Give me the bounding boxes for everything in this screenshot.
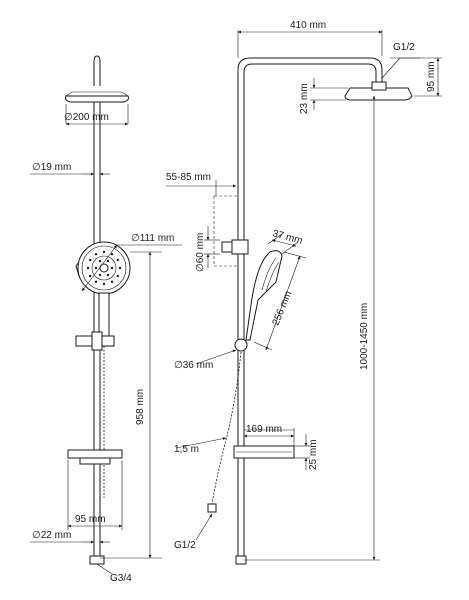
nozzle-dot: [88, 258, 92, 262]
nozzle-dot: [118, 266, 122, 270]
nozzle-dot: [110, 252, 114, 256]
head-height-label: 95 mm: [426, 61, 437, 92]
shelf-depth-label: 169 mm: [246, 424, 282, 435]
nozzle-dot: [94, 280, 98, 284]
top-pipe: [93, 55, 101, 86]
hand-diameter-label: ∅111 mm: [131, 233, 174, 244]
nozzle-dot: [110, 266, 114, 270]
handshower-front: [75, 241, 131, 342]
nozzle-dot: [98, 273, 102, 277]
pipe-diameter-label: ∅19 mm: [32, 162, 71, 173]
front-view: ∅200 mm ∅19 mm ∅111 mm 95: [30, 55, 182, 584]
shelf-width-label: 95 mm: [75, 514, 106, 525]
hand-length-label: 256 mm: [271, 290, 295, 328]
hose-length-label: 1,5 m: [174, 444, 199, 455]
nozzle-dot: [88, 274, 92, 278]
nozzle-dot: [106, 259, 110, 263]
wall-bracket: [213, 195, 239, 267]
hose-side: [211, 351, 242, 505]
bottom-diameter-label: ∅22 mm: [32, 530, 71, 541]
total-height-label: 1000-1450 mm: [359, 303, 370, 370]
nozzle-dot: [110, 280, 114, 284]
shelf-front: [67, 449, 123, 459]
nozzle-dot: [102, 282, 106, 286]
bracket-height-label: ∅60 mm: [195, 233, 206, 272]
thread-hose-label: G1/2: [174, 540, 196, 551]
column-height-label: 958 mm: [135, 389, 146, 425]
thread-bottom-label: G3/4: [110, 573, 132, 584]
bracket-range-label: 55-85 mm: [166, 172, 211, 183]
rain-head-front: [65, 95, 129, 103]
handshower-side: [245, 250, 283, 341]
knob-diameter-label: ∅36 mm: [174, 360, 213, 371]
nozzle-dot: [102, 250, 106, 254]
nozzle-dot: [94, 266, 98, 270]
shelf-thickness-label: 25 mm: [308, 439, 319, 470]
nozzle-dot: [94, 252, 98, 256]
width-top-label: 410 mm: [290, 20, 326, 31]
head-thickness-label: 23 mm: [299, 83, 310, 114]
rain-head-side: [344, 87, 413, 101]
nozzle-dot: [106, 273, 110, 277]
side-view: 410 mm G1/2 95 mm 23 mm 55-85 mm ∅60 mm: [166, 20, 442, 565]
bottom-fitting: [89, 555, 105, 565]
nozzle-dot: [98, 259, 102, 263]
nozzle-dot: [116, 274, 120, 278]
hose-fitting: [207, 503, 217, 513]
thread-top-label: G1/2: [393, 42, 415, 53]
head-diameter-label: ∅200 mm: [64, 112, 109, 123]
column-side: [237, 57, 383, 560]
knob: [234, 338, 248, 352]
nozzle-dot: [86, 266, 90, 270]
nozzle-dot: [116, 258, 120, 262]
